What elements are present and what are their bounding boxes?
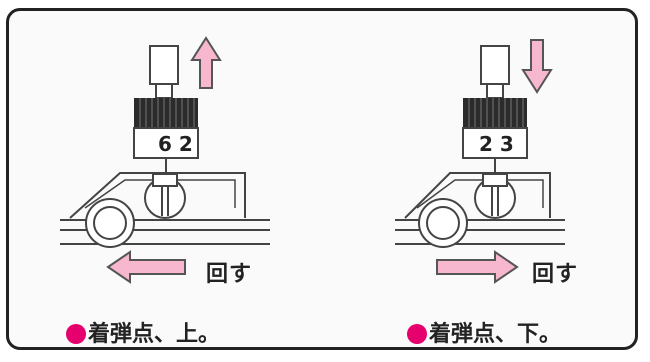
- dial-numbers: 2 3: [479, 132, 514, 156]
- caption-impact-up: 着弾点、上。: [66, 316, 220, 348]
- caption-text: 着弾点、下。: [429, 322, 562, 347]
- caption-text: 着弾点、上。: [88, 322, 221, 347]
- panel-sight-down: 2 3 回す 着弾点、下。: [355, 8, 650, 350]
- up-arrow-icon: [190, 36, 222, 89]
- turret: [462, 45, 528, 174]
- sight-drawing-right: [395, 39, 565, 284]
- panel-sight-up: 6 2 回す 着弾点、上。: [30, 8, 330, 350]
- pink-dot-icon: [407, 324, 427, 344]
- right-arrow-icon: [436, 250, 519, 284]
- caption-impact-down: 着弾点、下。: [407, 316, 561, 348]
- turret: [133, 45, 199, 174]
- sight-drawing-left: [60, 36, 270, 284]
- scope-mount-lines: [395, 172, 565, 248]
- pink-dot-icon: [66, 324, 86, 344]
- rotate-label: 回す: [206, 262, 253, 287]
- dial-numbers: 6 2: [158, 132, 193, 156]
- rotate-label: 回す: [532, 262, 579, 287]
- left-arrow-icon: [106, 250, 186, 284]
- scope-mount-lines: [60, 172, 270, 248]
- down-arrow-icon: [521, 39, 553, 94]
